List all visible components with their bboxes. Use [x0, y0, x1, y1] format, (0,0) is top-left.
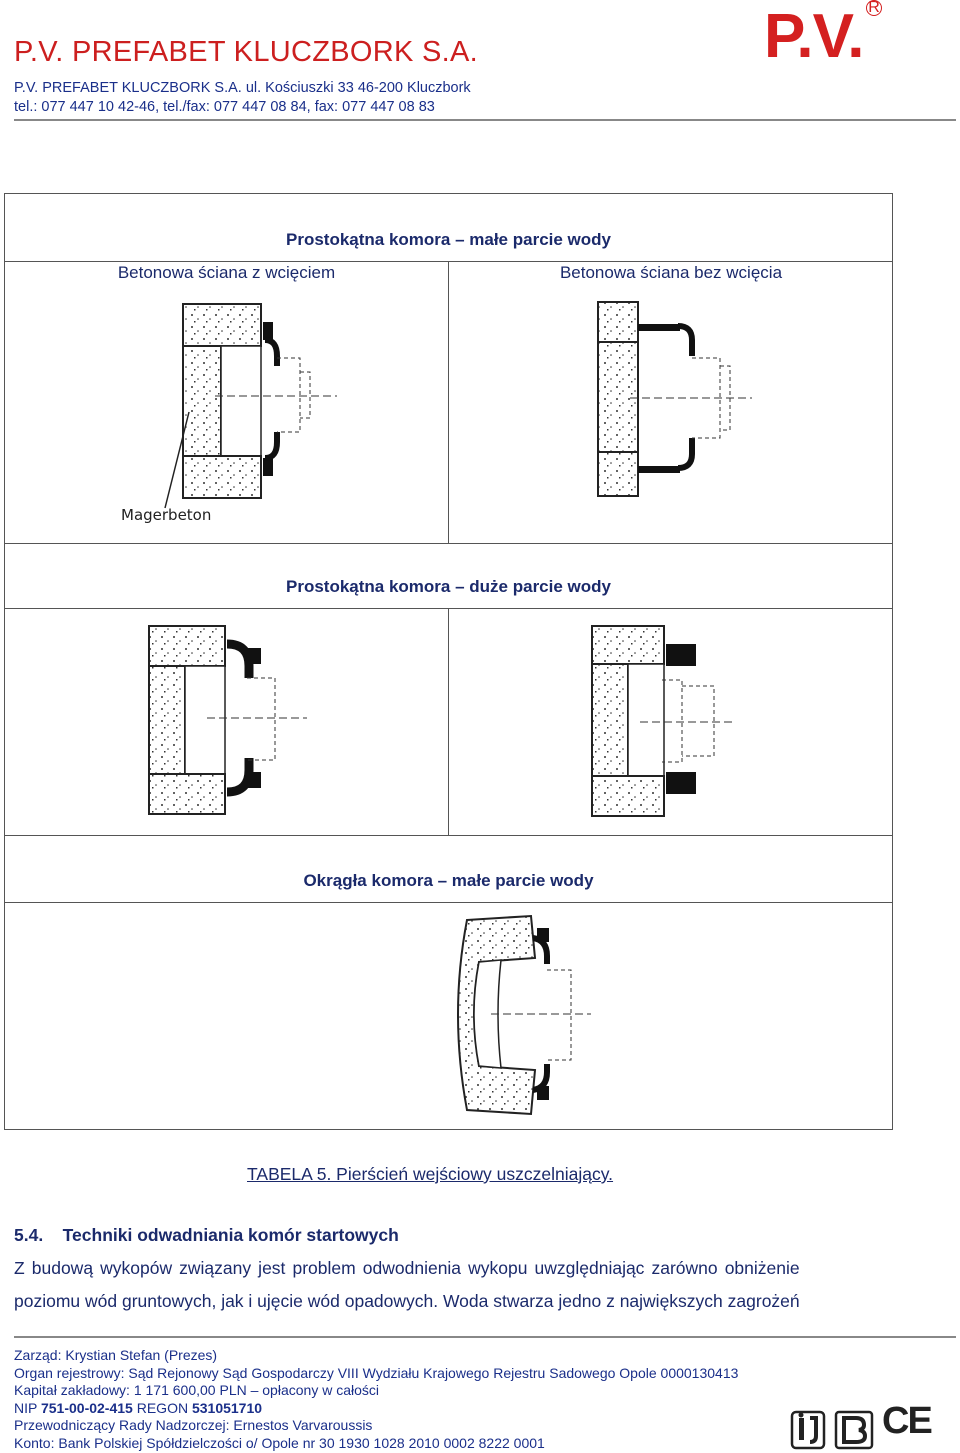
table-rule — [5, 902, 892, 903]
footer-capital: Kapitał zakładowy: 1 171 600,00 PLN – op… — [14, 1382, 379, 1398]
row3-title: Okrągła komora – małe parcie wody — [303, 871, 594, 890]
footer-board: Zarząd: Krystian Stefan (Prezes) — [14, 1347, 218, 1363]
drawing-round-chamber — [457, 914, 591, 1116]
table-column-rule — [448, 261, 449, 543]
drawing-wall-with-recess: Magerbeton — [121, 303, 337, 524]
regon-value: 531051710 — [191, 1400, 263, 1416]
drawing-wall-without-recess — [597, 301, 752, 497]
nip-label: NIP — [14, 1400, 41, 1416]
table-caption: TABELA 5. Pierścień wejściowy uszczelnia… — [247, 1164, 613, 1185]
table-rule — [5, 543, 892, 544]
row2-title: Prostokątna komora – duże parcie wody — [286, 577, 611, 596]
seal-ring-table: Prostokątna komora – małe parcie wody Be… — [4, 193, 893, 1130]
drawing-high-pressure-left — [148, 625, 307, 815]
building-approval-icon — [790, 1410, 826, 1450]
table-column-rule — [448, 608, 449, 835]
table-caption-text: . Pierścień wejściowy uszczelniający. — [326, 1164, 614, 1184]
magerbeton-label: Magerbeton — [121, 506, 211, 524]
company-address: P.V. PREFABET KLUCZBORK S.A. ul. Kościus… — [14, 80, 471, 96]
drawing-high-pressure-right — [591, 625, 736, 817]
registered-mark: R — [866, 0, 882, 16]
footer-registry: Organ rejestrowy: Sąd Rejonowy Sąd Gospo… — [14, 1365, 739, 1381]
nip-value: 751-00-02-415 — [40, 1400, 133, 1416]
body-line-2: poziomu wód gruntowych, jak i ujęcie wód… — [14, 1291, 800, 1311]
footer-account: Konto: Bank Polskiej Spółdzielczości o/ … — [14, 1435, 545, 1451]
table-caption-label: TABELA 5 — [247, 1164, 327, 1184]
footer-divider — [14, 1336, 956, 1338]
row1-title: Prostokątna komora – małe parcie wody — [285, 230, 611, 249]
b-certificate-icon — [834, 1410, 874, 1450]
company-logo: P.V. — [764, 2, 864, 71]
row1-left-caption: Betonowa ściana z wcięciem — [117, 263, 336, 282]
section-title: Techniki odwadniania komór startowych — [62, 1225, 399, 1245]
header-divider — [14, 119, 956, 121]
section-heading: 5.4. Techniki odwadniania komór startowy… — [14, 1225, 399, 1246]
footer-nip-regon: NIP 751-00-02-415 REGON 531051710 — [14, 1400, 262, 1416]
company-title: P.V. PREFABET KLUCZBORK S.A. — [14, 36, 478, 68]
body-line-1: Z budową wykopów związany jest problem o… — [14, 1258, 800, 1278]
section-number: 5.4. — [14, 1225, 44, 1245]
footer-chairman: Przewodniczący Rady Nadzorczej: Ernestos… — [14, 1417, 373, 1433]
table-rule — [5, 835, 892, 836]
company-phone: tel.: 077 447 10 42-46, tel./fax: 077 44… — [14, 99, 435, 115]
ce-mark-icon: CE — [882, 1400, 933, 1442]
row1-right-caption: Betonowa ściana bez wcięcia — [559, 263, 783, 282]
regon-label: REGON — [132, 1400, 192, 1416]
